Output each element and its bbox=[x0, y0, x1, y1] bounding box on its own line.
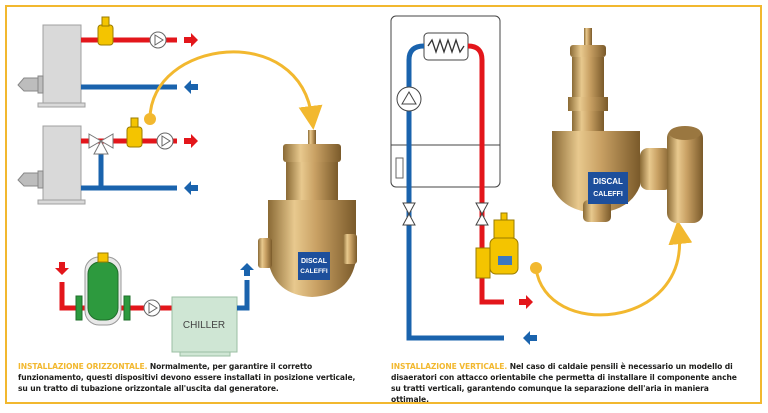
pump-icon bbox=[156, 132, 174, 150]
chiller-circuit: CHILLER bbox=[55, 252, 254, 357]
flow-in-arrow-icon bbox=[184, 80, 198, 94]
product-maker-label: CALEFFI bbox=[593, 191, 623, 198]
boiler-1 bbox=[17, 24, 86, 108]
callout-arc-left bbox=[144, 50, 323, 130]
flow-in-arrow-icon bbox=[184, 181, 198, 195]
caption-heading: INSTALLAZIONE ORIZZONTALE. bbox=[18, 362, 148, 371]
product-brand-label: DISCAL bbox=[301, 258, 328, 265]
flow-in-arrow-icon bbox=[523, 331, 537, 345]
caption-horizontal-installation: INSTALLAZIONE ORIZZONTALE. Normalmente, … bbox=[18, 361, 363, 394]
discal-separator-product: DISCAL CALEFFI bbox=[258, 130, 357, 297]
product-maker-label: CALEFFI bbox=[300, 268, 328, 275]
cold-pipe-2 bbox=[81, 181, 198, 195]
pump-icon bbox=[396, 86, 422, 112]
boiler-2 bbox=[17, 125, 86, 205]
vertical-discal-small bbox=[475, 212, 519, 279]
discal-vertical-product: DISCAL CALEFFI bbox=[552, 28, 703, 223]
caption-heading: INSTALLAZIONE VERTICALE. bbox=[391, 362, 508, 371]
diagram-frame bbox=[5, 5, 762, 404]
flow-down-arrow-icon bbox=[55, 262, 69, 275]
caption-vertical-installation: INSTALLAZIONE VERTICALE. Nel caso di cal… bbox=[391, 361, 741, 405]
pump-icon bbox=[143, 299, 161, 317]
wall-boiler bbox=[390, 15, 537, 345]
flow-up-arrow-icon bbox=[240, 263, 254, 276]
callout-arc-right bbox=[530, 220, 693, 317]
burner-icon bbox=[17, 75, 44, 94]
hot-pipe-1 bbox=[81, 16, 198, 49]
shutoff-valve-icon bbox=[402, 202, 416, 226]
shutoff-valve-icon bbox=[475, 202, 489, 226]
hot-pipe-2 bbox=[81, 117, 198, 188]
caption-body: Normalmente, per garantire il corretto f… bbox=[18, 362, 356, 393]
product-brand-label: DISCAL bbox=[593, 177, 623, 186]
dirt-separator-icon bbox=[97, 24, 114, 46]
flow-out-arrow-icon bbox=[184, 33, 198, 47]
chiller-label: CHILLER bbox=[183, 320, 225, 331]
air-dirt-separator-icon bbox=[87, 261, 119, 321]
burner-icon bbox=[17, 170, 44, 189]
flow-out-arrow-icon bbox=[519, 295, 533, 309]
flow-out-arrow-icon bbox=[184, 134, 198, 148]
caption-body: Nel caso di caldaie pensili è necessario… bbox=[391, 362, 737, 404]
dirt-separator-icon bbox=[126, 126, 143, 148]
cold-pipe-1 bbox=[81, 80, 198, 94]
pump-icon bbox=[149, 31, 167, 49]
